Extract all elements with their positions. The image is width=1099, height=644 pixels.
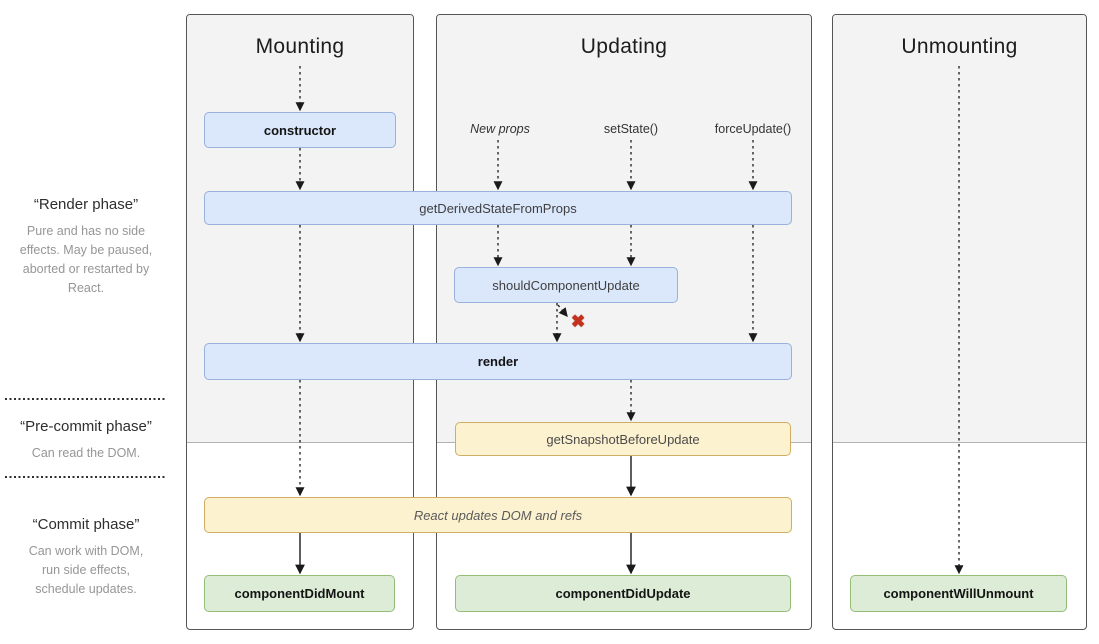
render-phase-zone (833, 15, 1086, 443)
abort-x-icon: ✖ (571, 312, 586, 331)
trigger-forceupdate: forceUpdate() (714, 122, 792, 136)
trigger-setstate: setState() (603, 122, 659, 136)
phase-separator (5, 476, 165, 478)
column-mounting: Mounting (186, 14, 414, 630)
column-title-updating: Updating (580, 35, 668, 58)
phase-description: Can work with DOM, run side effects, sch… (28, 544, 144, 596)
column-title-unmounting: Unmounting (901, 35, 1018, 58)
node-getsnapshotbeforeupdate[interactable]: getSnapshotBeforeUpdate (455, 422, 791, 456)
node-constructor[interactable]: constructor (204, 112, 396, 148)
phase-description: Can read the DOM. (31, 446, 141, 460)
node-componentdidupdate[interactable]: componentDidUpdate (455, 575, 791, 612)
node-getderivedstatefromprops[interactable]: getDerivedStateFromProps (204, 191, 792, 225)
phase-description: Pure and has no side effects. May be pau… (19, 224, 153, 295)
node-componentdidmount[interactable]: componentDidMount (204, 575, 395, 612)
node-render[interactable]: render (204, 343, 792, 380)
column-title-mounting: Mounting (255, 35, 345, 58)
node-react-updates-dom: React updates DOM and refs (204, 497, 792, 533)
column-unmounting: Unmounting (832, 14, 1087, 630)
phase-title: “Commit phase” (32, 516, 140, 533)
node-componentwillunmount[interactable]: componentWillUnmount (850, 575, 1067, 612)
column-updating: Updating (436, 14, 812, 630)
trigger-new-props: New props (470, 122, 530, 136)
phase-separator (5, 398, 165, 400)
phase-label-precommit: “Pre-commit phase” Can read the DOM. (0, 418, 172, 463)
node-shouldcomponentupdate[interactable]: shouldComponentUpdate (454, 267, 678, 303)
phase-title: “Render phase” (33, 196, 139, 213)
phase-title: “Pre-commit phase” (20, 418, 152, 435)
phase-label-commit: “Commit phase” Can work with DOM, run si… (0, 516, 172, 599)
phase-label-render: “Render phase” Pure and has no side effe… (0, 196, 172, 298)
